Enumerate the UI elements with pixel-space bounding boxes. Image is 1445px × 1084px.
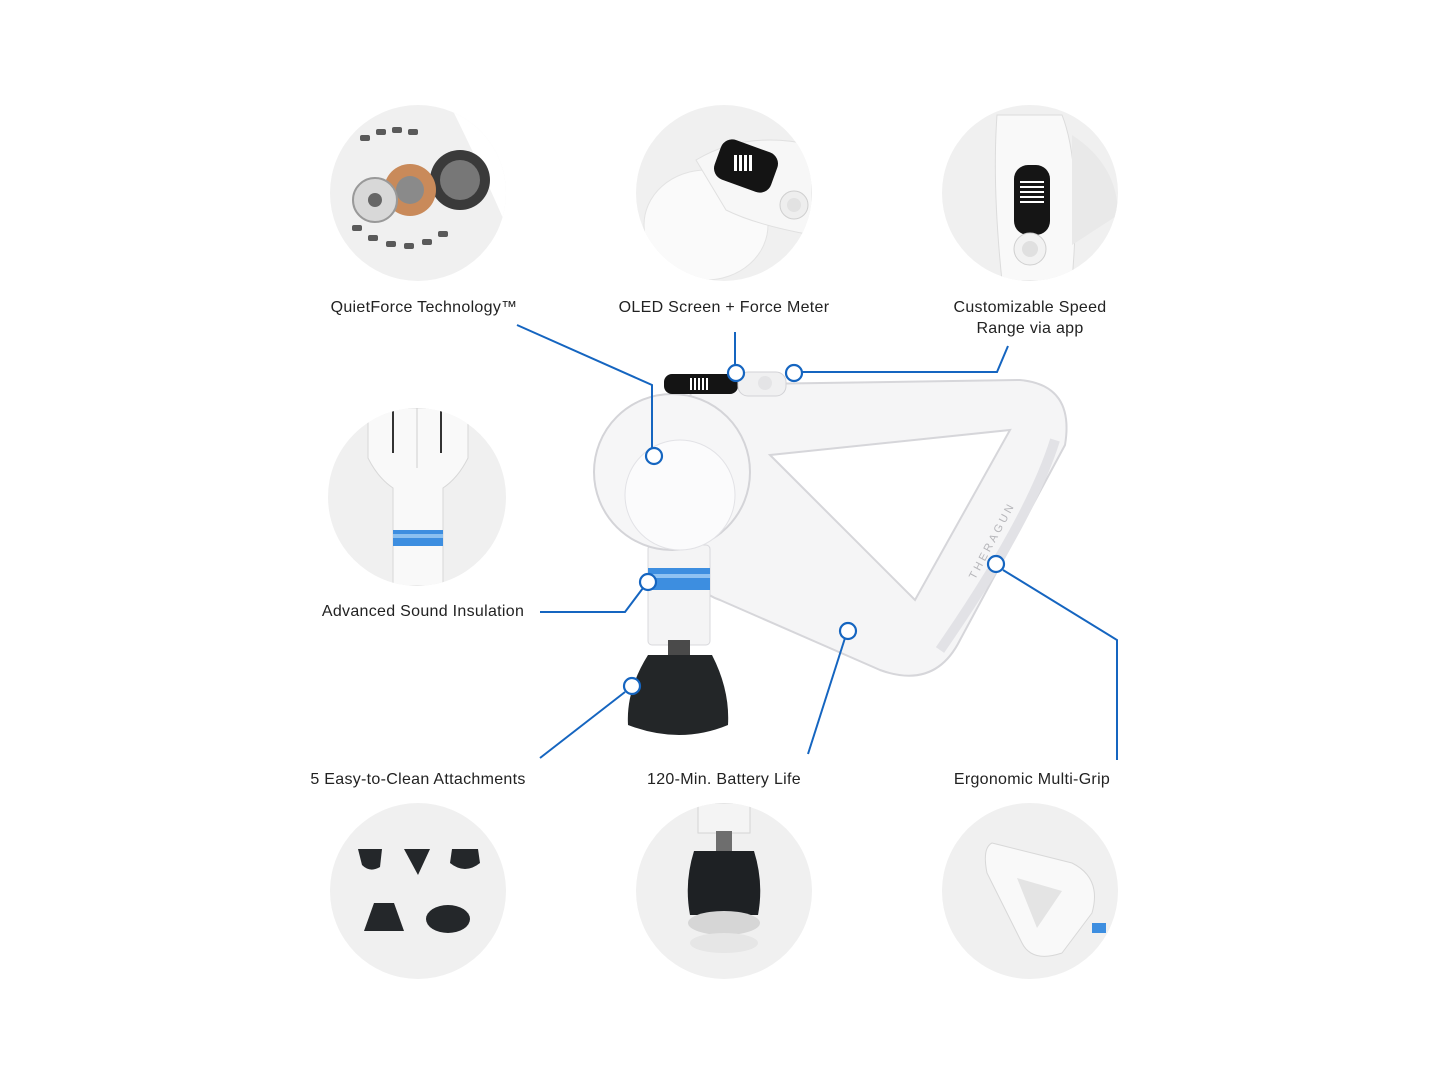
speed-label-line1: Customizable Speed bbox=[953, 299, 1107, 316]
battery-thumbnail bbox=[636, 803, 812, 979]
oled-marker[interactable] bbox=[726, 363, 746, 383]
quietforce-thumbnail bbox=[330, 105, 506, 281]
attachments-leader bbox=[539, 691, 626, 759]
speed-marker[interactable] bbox=[784, 363, 804, 383]
oled-screen bbox=[664, 374, 738, 394]
speed-label-line2: Range via app bbox=[976, 320, 1084, 337]
attachment-head bbox=[627, 655, 729, 735]
insulation-thumbnail bbox=[328, 408, 506, 586]
grip-marker[interactable] bbox=[986, 554, 1006, 574]
quietforce-leader bbox=[516, 324, 653, 456]
insulation-label: Advanced Sound Insulation bbox=[321, 603, 525, 620]
quietforce-label: QuietForce Technology™ bbox=[330, 299, 518, 316]
grip-thumbnail bbox=[942, 803, 1118, 979]
oled-thumbnail bbox=[636, 105, 812, 281]
speed-thumbnail bbox=[942, 105, 1118, 281]
battery-marker[interactable] bbox=[838, 621, 858, 641]
battery-label: 120-Min. Battery Life bbox=[647, 771, 801, 788]
insulation-leader bbox=[540, 587, 644, 613]
oled-label: OLED Screen + Force Meter bbox=[618, 299, 830, 316]
speed-label: Customizable Speed Range via app bbox=[920, 297, 1140, 339]
speed-leader bbox=[801, 345, 1009, 373]
grip-label: Ergonomic Multi-Grip bbox=[953, 771, 1111, 788]
quietforce-marker[interactable] bbox=[644, 446, 664, 466]
attachments-label: 5 Easy-to-Clean Attachments bbox=[310, 771, 526, 788]
insulation-marker[interactable] bbox=[638, 572, 658, 592]
grip-leader bbox=[1002, 569, 1118, 760]
attachments-thumbnail bbox=[330, 803, 506, 979]
attachments-marker[interactable] bbox=[622, 676, 642, 696]
insulation-band bbox=[648, 568, 710, 590]
battery-leader bbox=[807, 637, 846, 755]
